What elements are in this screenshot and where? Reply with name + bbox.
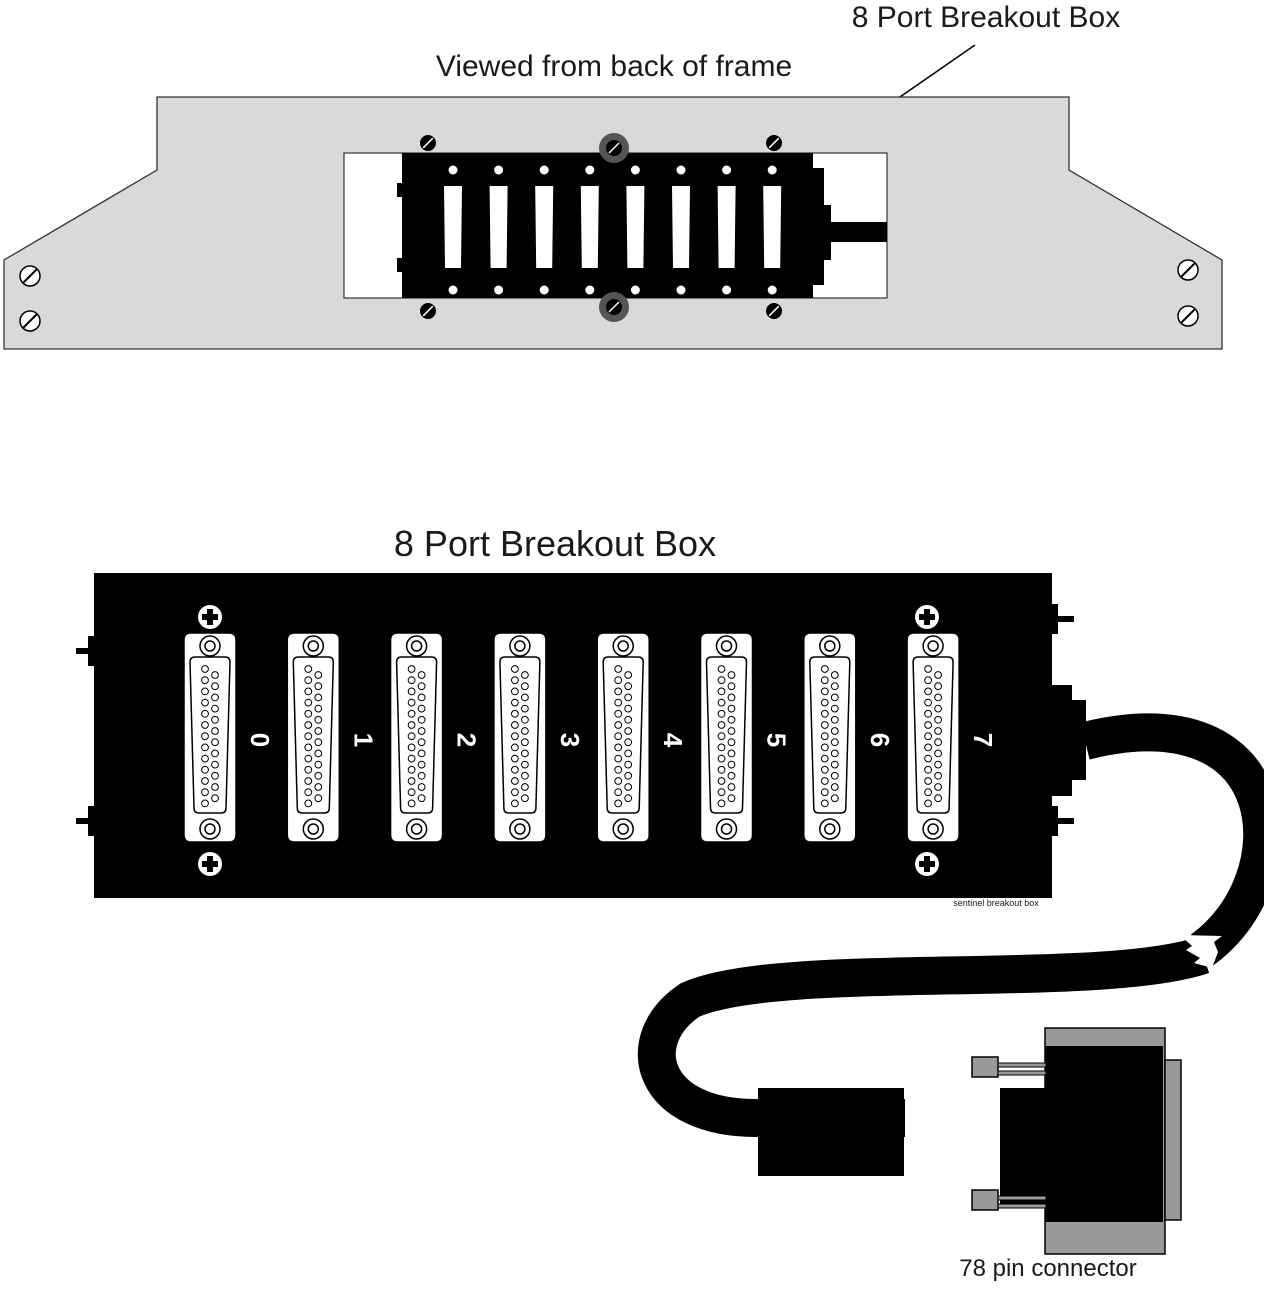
port-number-label: 4 xyxy=(658,733,688,748)
cable-break-mark xyxy=(1180,935,1222,968)
center-standoff-icon xyxy=(599,292,629,322)
phillips-screw-icon xyxy=(198,605,222,629)
port-number-label: 2 xyxy=(452,733,482,747)
port-number-label: 1 xyxy=(348,733,378,747)
78-pin-connector xyxy=(971,1027,1182,1255)
top-box-side-tab xyxy=(397,183,403,197)
top-callout-label: 8 Port Breakout Box xyxy=(852,1,1120,34)
port-number-label: 0 xyxy=(245,733,275,747)
db25-port: 5 xyxy=(699,632,792,843)
box-screw-icon xyxy=(766,303,782,319)
port-number-label: 7 xyxy=(968,733,998,747)
connector-label: 78 pin connector xyxy=(959,1255,1136,1282)
frame-screw-icon xyxy=(1177,305,1199,327)
box-screw-icon xyxy=(766,135,782,151)
cable-boss xyxy=(1052,685,1086,796)
top-port-slot xyxy=(763,165,782,295)
front-view: 8 Port Breakout Box xyxy=(76,523,1264,1282)
right-mounting-tabs xyxy=(1050,604,1074,836)
frame-screw-icon xyxy=(1177,259,1199,281)
db25-port: 2 xyxy=(389,632,482,843)
top-screws xyxy=(19,133,1199,332)
front-breakout-box xyxy=(94,573,1052,898)
top-port-slot xyxy=(672,165,690,295)
top-port-slot xyxy=(535,165,554,295)
frame-screw-icon xyxy=(19,310,41,332)
db25-port: 3 xyxy=(493,632,585,843)
cable-upper xyxy=(1080,713,1264,966)
db25-port: 4 xyxy=(596,632,688,843)
db25-port: 7 xyxy=(906,632,998,843)
sentinel-label: sentinel breakout box xyxy=(953,898,1039,908)
center-standoff-icon xyxy=(599,133,629,163)
phillips-screw-icon xyxy=(915,605,939,629)
top-port-slot xyxy=(489,165,508,295)
top-port-slot xyxy=(580,165,599,295)
top-box-cable-stub xyxy=(813,168,887,285)
front-ports: 0 1 2 3 4 5 6 7 xyxy=(183,605,998,876)
db25-port: 6 xyxy=(803,632,895,843)
box-screw-icon xyxy=(420,135,436,151)
box-screw-icon xyxy=(420,303,436,319)
top-port-slot xyxy=(626,165,645,295)
frame-screw-icon xyxy=(19,265,41,287)
top-port-slot xyxy=(444,165,462,295)
port-number-label: 5 xyxy=(762,733,792,747)
top-box-side-tab xyxy=(397,258,403,272)
top-port-slot xyxy=(717,165,736,295)
port-number-label: 6 xyxy=(865,733,895,747)
top-view: 8 Port Breakout Box Viewed from back of … xyxy=(3,1,1223,350)
phillips-screw-icon xyxy=(198,852,222,876)
top-port-slots xyxy=(444,165,782,295)
port-number-label: 3 xyxy=(555,733,585,747)
top-caption: Viewed from back of frame xyxy=(436,50,792,83)
db25-port: 0 xyxy=(183,632,275,843)
front-title: 8 Port Breakout Box xyxy=(394,523,716,564)
strain-relief xyxy=(758,1088,904,1176)
phillips-screw-icon xyxy=(915,852,939,876)
db25-port: 1 xyxy=(286,632,378,843)
cable-lower xyxy=(637,936,1210,1138)
left-mounting-tabs xyxy=(76,636,96,836)
top-breakout-box xyxy=(402,153,813,298)
